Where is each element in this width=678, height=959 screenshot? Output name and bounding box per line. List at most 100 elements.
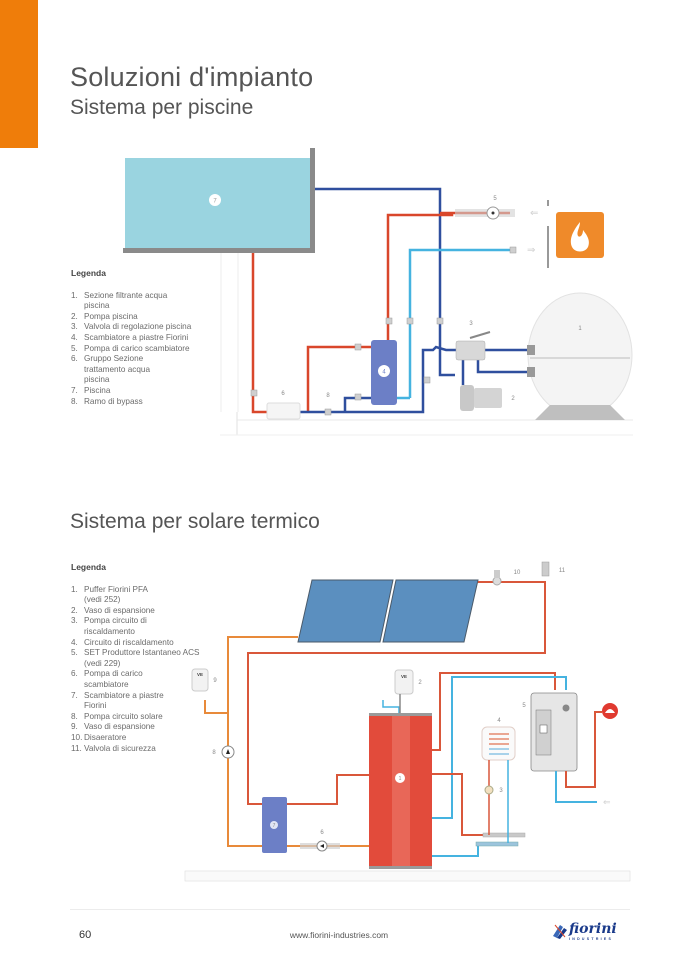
legend-number: 8. (71, 711, 78, 721)
logo-mark-icon (553, 924, 567, 939)
tap-icon (605, 709, 615, 713)
heating-pump (484, 785, 494, 795)
vessel-label: VE (197, 672, 203, 677)
solar-panel (297, 579, 394, 643)
pipe-cold (315, 187, 455, 377)
pipe-cold (300, 345, 456, 414)
legend-item: 2. Vaso di espansione (71, 606, 209, 617)
callout-3-label: 3 (469, 321, 473, 327)
legend-text: Valvola di sicurezza (84, 743, 156, 753)
legend-item: 4.Scambiatore a piastre Fiorini (71, 333, 194, 344)
legend-number: 11. (71, 743, 82, 753)
valve (354, 343, 362, 351)
manifold (482, 832, 526, 838)
legend-text: Scambiatore a piastre Fiorini (84, 332, 189, 342)
legend-item: 8. Pompa circuito solare (71, 712, 209, 723)
section-title-pool: Sistema per piscine (70, 96, 254, 119)
legend-item: 2.Pompa piscina (71, 312, 194, 323)
arrow-out-icon: ⇒ (527, 245, 535, 256)
legend-text: Ramo di bypass (84, 396, 143, 406)
expansion-vessel-solar (191, 668, 209, 692)
callout-9-label: 9 (213, 678, 217, 684)
callout-4 (378, 365, 390, 377)
pipe-hot (432, 773, 495, 836)
legend-item: 4.Circuito di riscaldamento (71, 638, 209, 649)
heating-coil (489, 733, 509, 755)
safety-valve (541, 561, 550, 577)
legend-text: Vaso di espansione (84, 605, 155, 615)
callout-7 (209, 194, 221, 206)
pump-arrow-icon (320, 844, 324, 848)
charging-pump (455, 206, 515, 220)
vessel-label: VE (401, 674, 407, 679)
regulation-valve (455, 340, 486, 361)
legend-number: 2. (71, 311, 78, 321)
legend-text: Scambiatore a piastre Fiorini (84, 690, 164, 711)
legend-item: 1. Sezione filtrante acqua piscina (71, 291, 194, 312)
brand-logo: fiorini INDUSTRIES (551, 922, 617, 941)
legend-text: Pompa circuito solare (84, 711, 163, 721)
pipe-solar (227, 713, 262, 847)
legend-number: 8. (71, 396, 78, 406)
legend-text: SET Produttore Istantaneo ACS (vedi 229) (84, 648, 200, 668)
puffer-highlight (392, 716, 410, 869)
pipe-solar-hot (247, 581, 546, 805)
pump-arrow-icon (226, 749, 230, 754)
legend-item: 10.Disaeratore (71, 733, 209, 744)
page-number: 60 (79, 929, 92, 941)
valve (385, 317, 393, 325)
valve (406, 317, 414, 325)
callout-3-label: 3 (499, 788, 503, 794)
sand-filter (527, 292, 633, 418)
pump-dot (491, 211, 495, 215)
pipe-light (408, 248, 510, 398)
callout-2-label: 2 (511, 396, 515, 402)
heat-source-box (556, 212, 604, 258)
treatment-group (266, 402, 301, 420)
solar-diagram: 1 VE 2 VE 9 8 7 6 10 11 (184, 561, 631, 882)
floor (184, 870, 631, 882)
pipe-hot (280, 774, 373, 805)
pipe-dhw-hot (565, 711, 602, 788)
pool-diagram: 7 6 8 (123, 148, 633, 436)
legend-number: 7. (71, 385, 78, 395)
filter-base (535, 405, 625, 420)
pool-wall (310, 148, 315, 253)
callout-1-label: 1 (399, 776, 402, 782)
pipe-cold (476, 360, 530, 374)
valve (436, 317, 444, 325)
legend-number: 1. (71, 290, 78, 300)
legend-text: Valvola di regolazione piscina (84, 322, 192, 332)
valve (423, 376, 431, 384)
pipe-dhw-cold (555, 771, 597, 803)
pipe-cold (343, 396, 378, 412)
callout-7 (270, 821, 278, 829)
legend-number: 3. (71, 616, 78, 626)
dhw-display (539, 724, 548, 734)
section-title-solar: Sistema per solare termico (70, 510, 320, 533)
expansion-vessel (394, 669, 414, 695)
pool-wall (123, 248, 315, 253)
callout-7-label: 7 (273, 823, 276, 829)
pool-pump-motor (474, 388, 502, 408)
legend-text: Puffer Fiorini PFA (vedi 252) (84, 584, 148, 605)
legend-number: 2. (71, 605, 78, 615)
legend-number: 7. (71, 690, 78, 700)
valve (509, 246, 517, 254)
legend-text: Sezione filtrante acqua piscina (84, 290, 168, 311)
flame-icon (570, 222, 589, 252)
legend-text: Vaso di espansione (84, 722, 155, 732)
callout-1-label: 1 (578, 326, 582, 332)
filter-port (527, 345, 535, 355)
legend-number: 9. (71, 722, 78, 732)
legend-item: 7. Scambiatore a piastre Fiorini (71, 691, 209, 712)
valve (354, 393, 362, 401)
pipe-light (382, 700, 400, 713)
brand-sub: INDUSTRIES (569, 937, 614, 941)
legend-item: 3.Valvola di regolazione piscina (71, 322, 194, 333)
legend-text: Pompa circuito di riscaldamento (84, 616, 147, 636)
valve (250, 389, 258, 397)
valve-handle (469, 331, 491, 339)
legend-text: Piscina (84, 385, 111, 395)
website-link[interactable]: www.fiorini-industries.com (289, 930, 389, 940)
